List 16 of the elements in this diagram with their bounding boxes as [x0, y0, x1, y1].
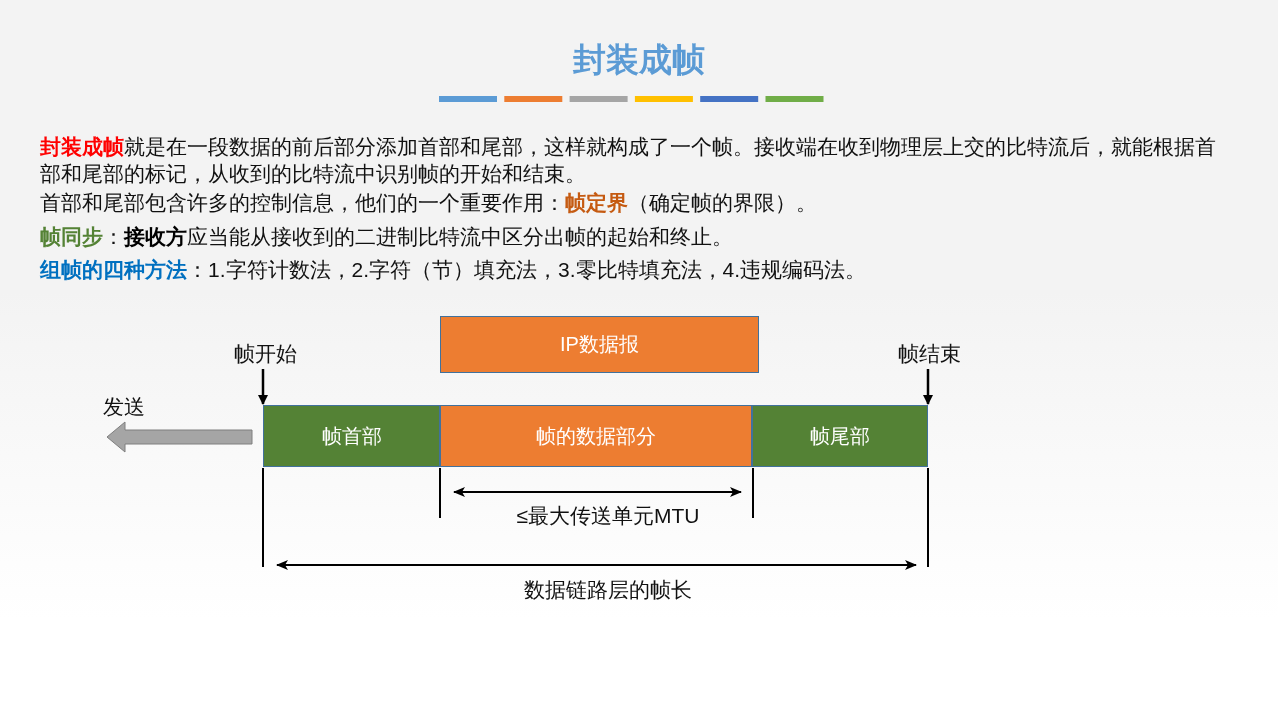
paragraph: 组帧的四种方法：1.字符计数法，2.字符（节）填充法，3.零比特填充法，4.违规编码法。	[40, 257, 868, 283]
paragraph: 帧同步：接收方应当能从接收到的二进制比特流中区分出帧的起始和终止。	[40, 224, 734, 250]
arrow	[258, 369, 268, 405]
pointer-label: 帧结束	[893, 340, 965, 368]
paragraph: 封装成帧就是在一段数据的前后部分添加首部和尾部，这样就构成了一个帧。接收端在收到物理层上交的比特流后，就能根据首部和尾部的标记，从收到的比特流中识别帧的开始和结束。	[40, 134, 1217, 187]
frame-data-box: 帧的数据部分	[440, 405, 752, 467]
dimension-label: 数据链路层的帧长	[523, 577, 693, 603]
frame-header-box: 帧首部	[263, 405, 440, 467]
slide-title: 封装成帧	[572, 40, 706, 80]
frame-trailer-box: 帧尾部	[752, 405, 928, 467]
direction-label: 发送	[103, 394, 145, 420]
datagram-box: IP数据报	[440, 316, 759, 373]
arrow	[923, 369, 933, 405]
pointer-label: 帧开始	[229, 340, 301, 368]
dimension-label: ≤最大传送单元MTU	[515, 503, 701, 529]
paragraph: 首部和尾部包含许多的控制信息，他们的一个重要作用：帧定界（确定帧的界限）。	[40, 190, 818, 216]
